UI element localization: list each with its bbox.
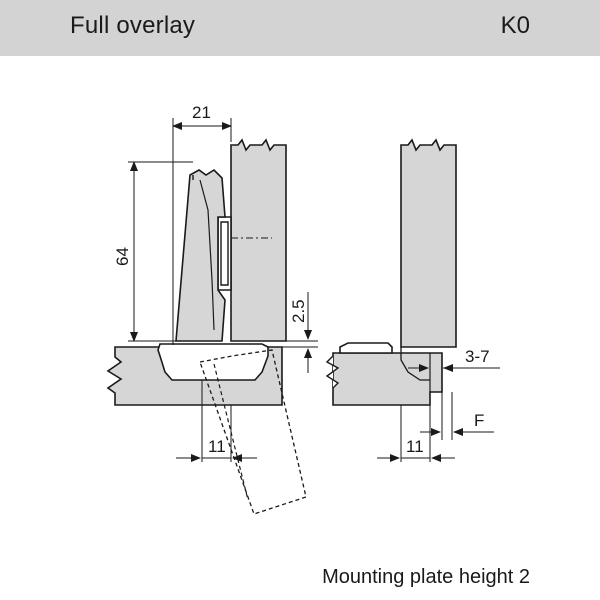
dim-boring-right: 11 (406, 437, 424, 456)
dim-width-top: 21 (192, 103, 211, 122)
caption: Mounting plate height 2 (322, 566, 530, 588)
dim-plate-offset: 2.5 (289, 299, 308, 323)
product-code: K0 (500, 12, 530, 39)
door-right (400, 138, 457, 348)
hinge-cup (217, 216, 232, 291)
dim-boring-left: 11 (208, 437, 226, 456)
header-bar: Full overlay K0 (0, 0, 600, 56)
hinge-arm (175, 168, 226, 342)
door-open-outline (199, 349, 307, 515)
dim-gap-range: 3-7 (465, 347, 490, 366)
mounting-plate-right (339, 342, 393, 354)
page-title: Full overlay (70, 12, 196, 39)
mounting-plate-left (157, 343, 269, 381)
dim-overlay: F (474, 411, 484, 430)
door-left (230, 138, 287, 342)
cabinet-side-right (332, 352, 443, 406)
dim-height-side: 64 (113, 247, 132, 266)
